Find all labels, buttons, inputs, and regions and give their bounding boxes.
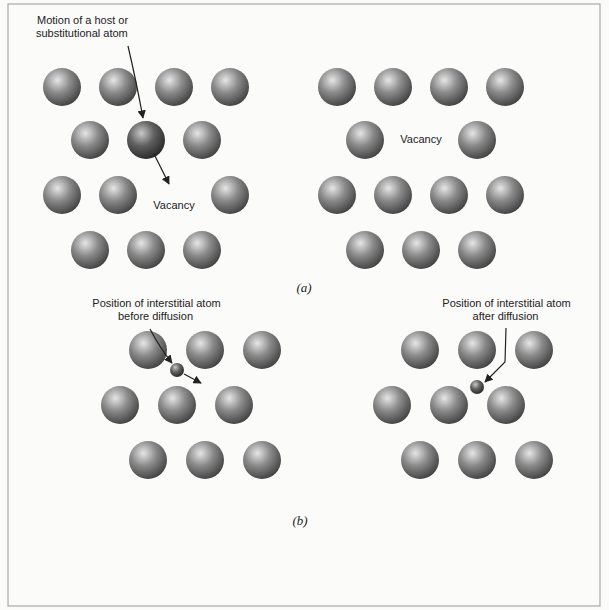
label-holder: Vacancy (391, 133, 451, 146)
lattice-a-before (43, 68, 249, 269)
panel-label: (b) (275, 513, 325, 529)
label-holder: Position of interstitial atom before dif… (90, 297, 222, 323)
label-holder: Position of interstitial atom after diff… (440, 297, 572, 323)
frame (8, 4, 600, 606)
lattice-a-after (318, 68, 524, 269)
moving-atom (127, 121, 165, 159)
label-holder: Vacancy (144, 199, 204, 212)
interstitial-atom (470, 380, 484, 394)
annotation-label: Motion of a host or substitutional atom (36, 14, 164, 40)
annotation-label: Vacancy (391, 133, 451, 146)
label-holder: (b) (275, 513, 325, 529)
leader-lines (128, 46, 506, 383)
annotation-label: Position of interstitial atom after diff… (440, 297, 572, 323)
lattice-b-after (373, 331, 553, 479)
lattice-b-before (101, 331, 281, 479)
panel-label: (a) (279, 280, 329, 296)
annotation-label: Position of interstitial atom before dif… (90, 297, 222, 323)
label-holder: (a) (279, 280, 329, 296)
annotation-label: Vacancy (144, 199, 204, 212)
interstitial-atom (170, 363, 184, 377)
label-holder: Motion of a host or substitutional atom (36, 14, 164, 40)
